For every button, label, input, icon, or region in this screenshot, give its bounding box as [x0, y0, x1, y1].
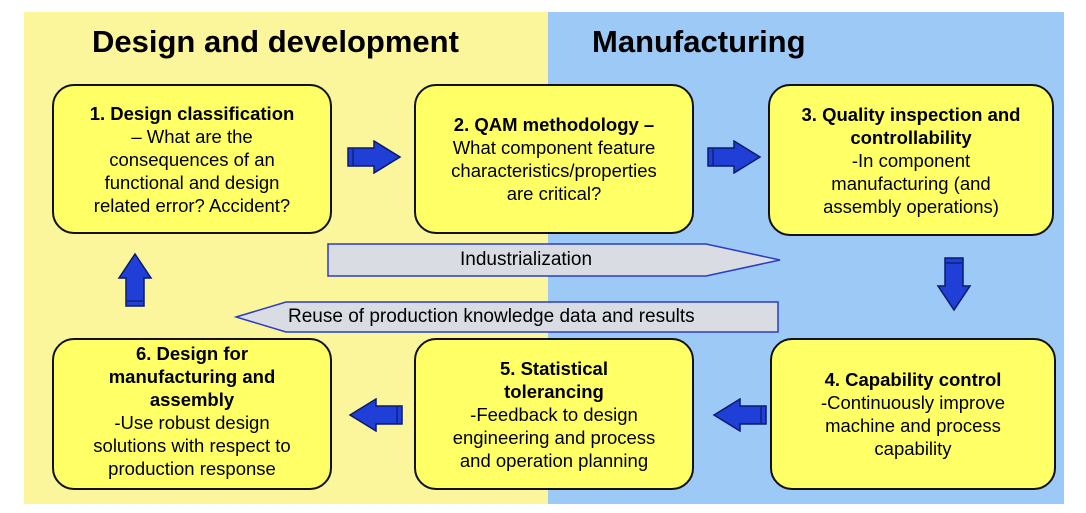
step-1-design-classification: 1. Design classification – What are the …: [52, 84, 332, 234]
arrow-left-icon: [348, 398, 403, 432]
step-5-line-2: engineering and process: [452, 426, 656, 448]
reuse-knowledge-label: Reuse of production knowledge data and r…: [288, 306, 695, 327]
step-2-line-3: are critical?: [506, 183, 602, 204]
step-3-quality-inspection: 3. Quality inspection and controllabilit…: [768, 84, 1054, 236]
arrow-up-icon: [117, 252, 153, 307]
step-1-line-4: related error? Accident?: [93, 194, 291, 216]
step-3-line-3: assembly operations): [823, 195, 999, 217]
arrow-left-icon: [712, 398, 767, 432]
step-2-title: 2. QAM methodology –: [453, 114, 655, 135]
step-2-qam-methodology: 2. QAM methodology – What component feat…: [414, 84, 694, 234]
step-5-statistical-tolerancing: 5. Statistical tolerancing -Feedback to …: [414, 338, 694, 490]
reuse-knowledge-banner: [234, 301, 779, 333]
arrow-right-icon: [347, 140, 402, 174]
step-6-title: 6. Design for manufacturing and assembly: [108, 343, 276, 410]
step-1-line-2: consequences of an: [109, 148, 275, 170]
step-6-design-for-manufacturing: 6. Design for manufacturing and assembly…: [52, 338, 332, 490]
industrialization-banner: [327, 243, 781, 277]
industrialization-label: Industrialization: [460, 249, 593, 270]
step-2-line-1: What component feature: [452, 137, 656, 158]
step-4-title: 4. Capability control: [824, 369, 1002, 390]
step-5-title: 5. Statistical tolerancing: [500, 357, 608, 402]
step-4-line-2: machine and process: [825, 415, 1001, 436]
arrow-down-icon: [936, 257, 972, 312]
step-6-line-1: -Use robust design: [114, 412, 270, 433]
step-2-line-2: characteristics/properties: [451, 160, 657, 181]
step-1-title: 1. Design classification: [89, 102, 295, 124]
step-1-line-1: – What are the: [131, 125, 253, 147]
step-3-line-1: -In component: [851, 149, 971, 171]
step-4-line-1: -Continuously improve: [820, 392, 1006, 413]
step-1-line-3: functional and design: [104, 171, 280, 193]
design-development-title: Design and development: [92, 24, 459, 59]
step-4-line-3: capability: [874, 438, 952, 459]
step-5-line-1: -Feedback to design: [470, 403, 638, 425]
manufacturing-title: Manufacturing: [592, 24, 806, 59]
step-3-line-2: manufacturing (and: [831, 172, 991, 194]
step-3-title: 3. Quality inspection and controllabilit…: [801, 103, 1021, 148]
step-5-line-3: and operation planning: [459, 449, 649, 471]
step-6-line-2: solutions with respect to: [93, 435, 291, 456]
step-6-line-3: production response: [108, 458, 276, 479]
step-4-capability-control: 4. Capability control -Continuously impr…: [770, 338, 1056, 490]
arrow-right-icon: [707, 140, 762, 174]
